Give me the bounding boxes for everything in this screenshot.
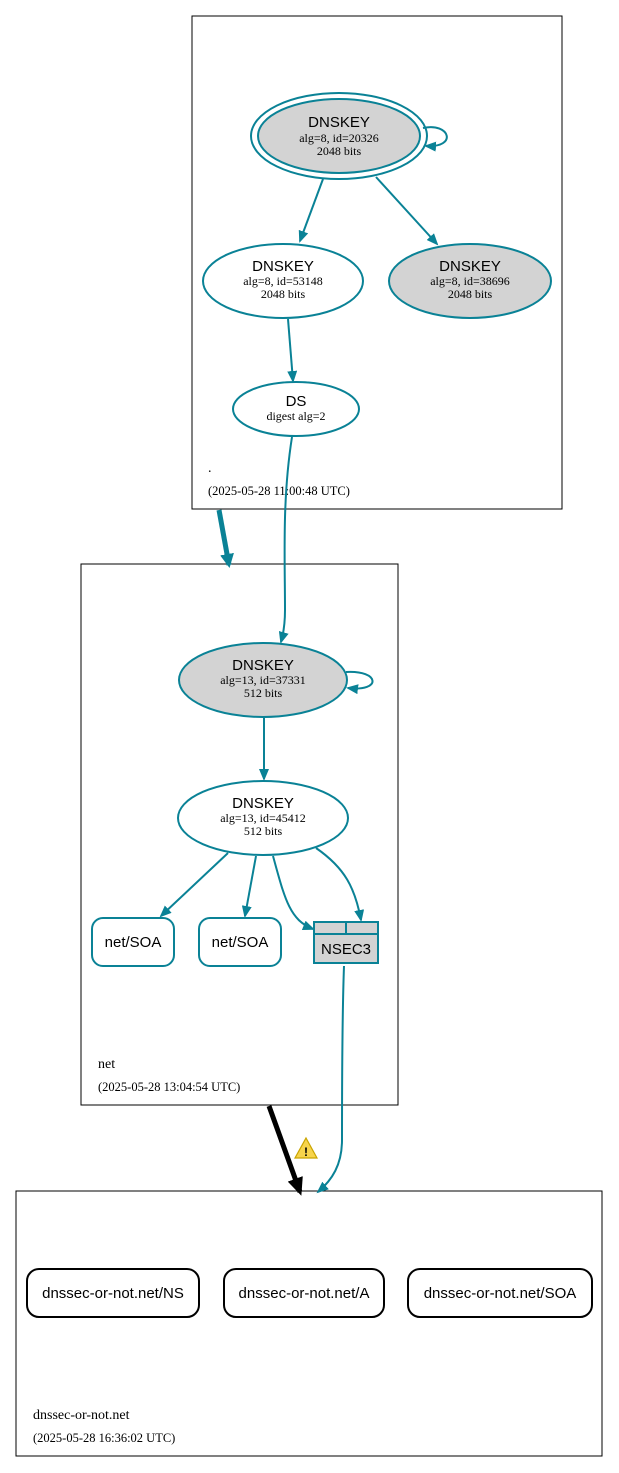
delegation-edge-root-net <box>216 509 234 568</box>
edge-root-zsk-ds <box>287 318 298 383</box>
node-detail: 512 bits <box>244 686 283 700</box>
node-net-zsk[interactable]: DNSKEY alg=13, id=45412 512 bits <box>177 780 349 856</box>
node-label: dnssec-or-not.net/NS <box>42 1285 184 1302</box>
node-root-key3[interactable]: DNSKEY alg=8, id=38696 2048 bits <box>388 243 552 319</box>
edge-self-net-ksk <box>345 670 374 695</box>
edge-net-zsk-nsec3-b <box>315 847 365 922</box>
node-detail: digest alg=2 <box>266 409 325 423</box>
node-label: net/SOA <box>105 934 162 951</box>
node-detail: 2048 bits <box>317 144 362 158</box>
edge-nsec3-dom <box>316 965 345 1194</box>
zone-name: net <box>98 1057 115 1072</box>
node-detail: 2048 bits <box>261 287 306 301</box>
node-detail: alg=13, id=37331 <box>220 673 306 687</box>
node-net-ksk[interactable]: DNSKEY alg=13, id=37331 512 bits <box>178 642 348 718</box>
node-dom-a[interactable]: dnssec-or-not.net/A <box>223 1268 385 1318</box>
zone-root: . (2025-05-28 11:00:48 UTC) <box>191 15 563 510</box>
node-detail: alg=8, id=53148 <box>243 274 323 288</box>
node-net-nsec3[interactable]: NSEC3 <box>313 921 379 964</box>
zone-net: net (2025-05-28 13:04:54 UTC) <box>80 563 399 1106</box>
node-detail: 2048 bits <box>448 287 493 301</box>
node-label: NSEC3 <box>321 941 371 958</box>
edge-net-zsk-soa1 <box>159 852 229 918</box>
zone-name: . <box>208 461 212 476</box>
zone-dnssec-or-not: dnssec-or-not.net (2025-05-28 16:36:02 U… <box>15 1190 603 1457</box>
edge-net-zsk-soa2 <box>241 855 257 918</box>
node-title: DNSKEY <box>439 258 501 275</box>
edge-root-ksk-key3 <box>375 176 439 246</box>
delegation-edge-net-dom <box>266 1105 303 1196</box>
zone-timestamp: (2025-05-28 13:04:54 UTC) <box>98 1080 240 1094</box>
edge-net-zsk-nsec3-a <box>272 855 315 931</box>
node-title: DNSKEY <box>252 258 314 275</box>
zone-name: dnssec-or-not.net <box>33 1408 130 1423</box>
node-dom-soa[interactable]: dnssec-or-not.net/SOA <box>407 1268 593 1318</box>
node-label: dnssec-or-not.net/A <box>239 1285 370 1302</box>
zone-timestamp: (2025-05-28 16:36:02 UTC) <box>33 1431 175 1445</box>
node-root-ksk[interactable]: DNSKEY alg=8, id=20326 2048 bits <box>250 92 428 180</box>
edge-self-root-ksk <box>422 126 448 152</box>
node-label: net/SOA <box>212 934 269 951</box>
svg-text:!: ! <box>304 1145 308 1159</box>
node-title: DS <box>286 393 307 410</box>
zone-timestamp: (2025-05-28 11:00:48 UTC) <box>208 484 350 498</box>
node-detail: alg=8, id=20326 <box>299 131 379 145</box>
edge-ds-net-ksk <box>278 436 293 644</box>
node-label: dnssec-or-not.net/SOA <box>424 1285 577 1302</box>
node-net-soa-1[interactable]: net/SOA <box>91 917 175 967</box>
node-detail: alg=13, id=45412 <box>220 811 306 825</box>
node-detail: alg=8, id=38696 <box>430 274 510 288</box>
signature-edges <box>159 126 448 1194</box>
edge-root-ksk-zsk <box>298 178 324 243</box>
warning-icon[interactable]: ! <box>293 1136 319 1159</box>
node-root-zsk[interactable]: DNSKEY alg=8, id=53148 2048 bits <box>202 243 364 319</box>
node-net-soa-2[interactable]: net/SOA <box>198 917 282 967</box>
node-root-ds[interactable]: DS digest alg=2 <box>232 381 360 437</box>
node-title: DNSKEY <box>232 657 294 674</box>
node-title: DNSKEY <box>232 795 294 812</box>
node-dom-ns[interactable]: dnssec-or-not.net/NS <box>26 1268 200 1318</box>
node-detail: 512 bits <box>244 824 283 838</box>
node-title: DNSKEY <box>308 114 370 131</box>
